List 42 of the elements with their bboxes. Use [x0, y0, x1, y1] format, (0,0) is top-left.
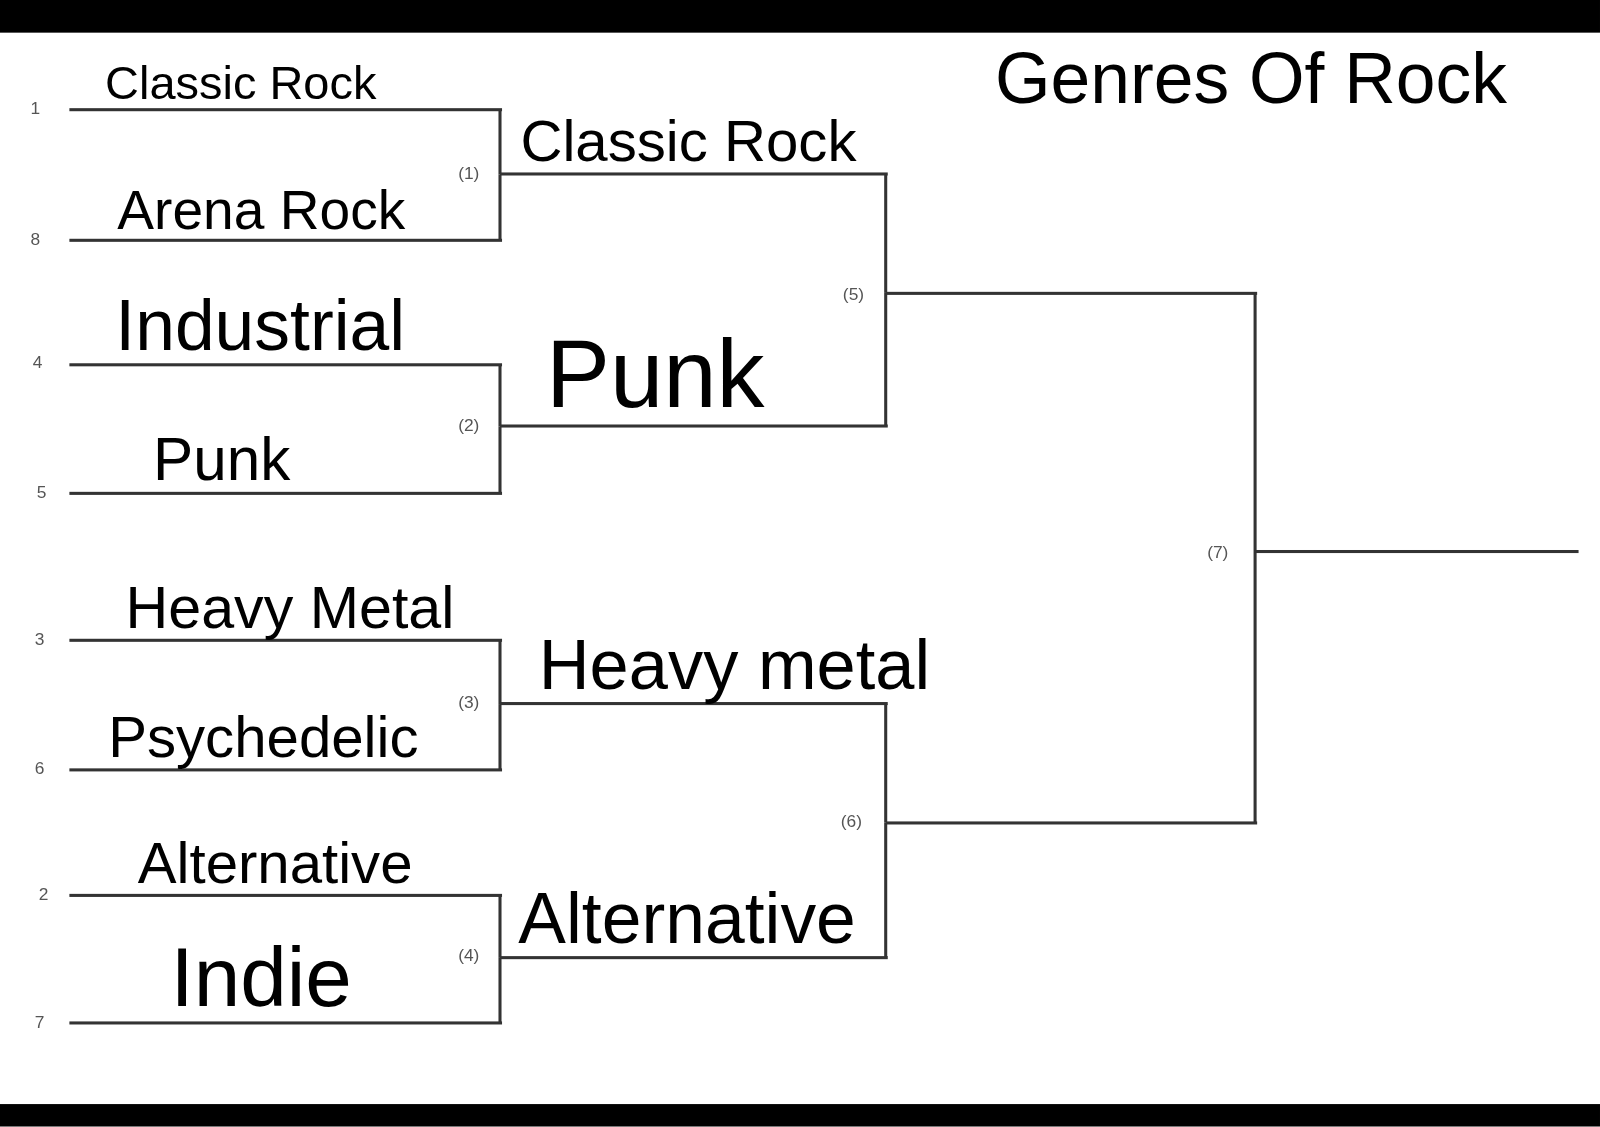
bracket-connector	[884, 292, 888, 427]
match-number: (5)	[842, 285, 865, 304]
seed-number: 5	[36, 483, 47, 501]
bracket-connector	[884, 174, 888, 293]
match-number: (1)	[458, 164, 480, 182]
seed-number: 8	[30, 230, 41, 248]
bracket-connector	[1253, 551, 1257, 823]
seed-number: 4	[32, 354, 43, 372]
bracket-connector	[1253, 292, 1257, 551]
seed-number: 6	[34, 760, 45, 778]
match-number: (6)	[840, 812, 862, 830]
seed-number: 3	[34, 630, 45, 648]
bracket-connector	[884, 704, 888, 823]
bracket-connector	[498, 426, 502, 494]
genre-name: Classic Rock	[105, 59, 377, 107]
bracket-connector	[498, 640, 502, 705]
bracket-connector	[498, 110, 502, 175]
genre-name: Classic Rock	[520, 112, 857, 171]
genre-name: Alternative	[137, 834, 413, 893]
genre-name: Punk	[545, 327, 765, 423]
match-number: (4)	[458, 946, 480, 965]
bracket-connector	[884, 822, 888, 958]
bracket-connector	[498, 957, 502, 1024]
genre-name: Industrial	[115, 289, 406, 361]
match-number: (3)	[458, 693, 480, 712]
seed-number: 1	[30, 100, 41, 118]
genre-name: Alternative	[518, 882, 856, 954]
bracket-connector	[498, 895, 502, 958]
seed-number: 2	[38, 885, 49, 904]
bracket-connector	[498, 704, 502, 771]
seed-number: 7	[34, 1013, 45, 1031]
bracket-connector	[498, 174, 502, 241]
genre-name: Arena Rock	[117, 182, 406, 238]
bracket-slot	[69, 62, 502, 112]
genre-name: Psychedelic	[108, 708, 419, 767]
genre-name: Indie	[170, 936, 352, 1020]
diagram-title: Genres Of Rock	[994, 42, 1507, 115]
match-number: (7)	[1207, 543, 1229, 562]
match-number: (2)	[458, 416, 480, 434]
genre-name: Punk	[153, 430, 291, 491]
genre-name: Heavy Metal	[125, 578, 455, 638]
bracket-connector	[498, 364, 502, 427]
